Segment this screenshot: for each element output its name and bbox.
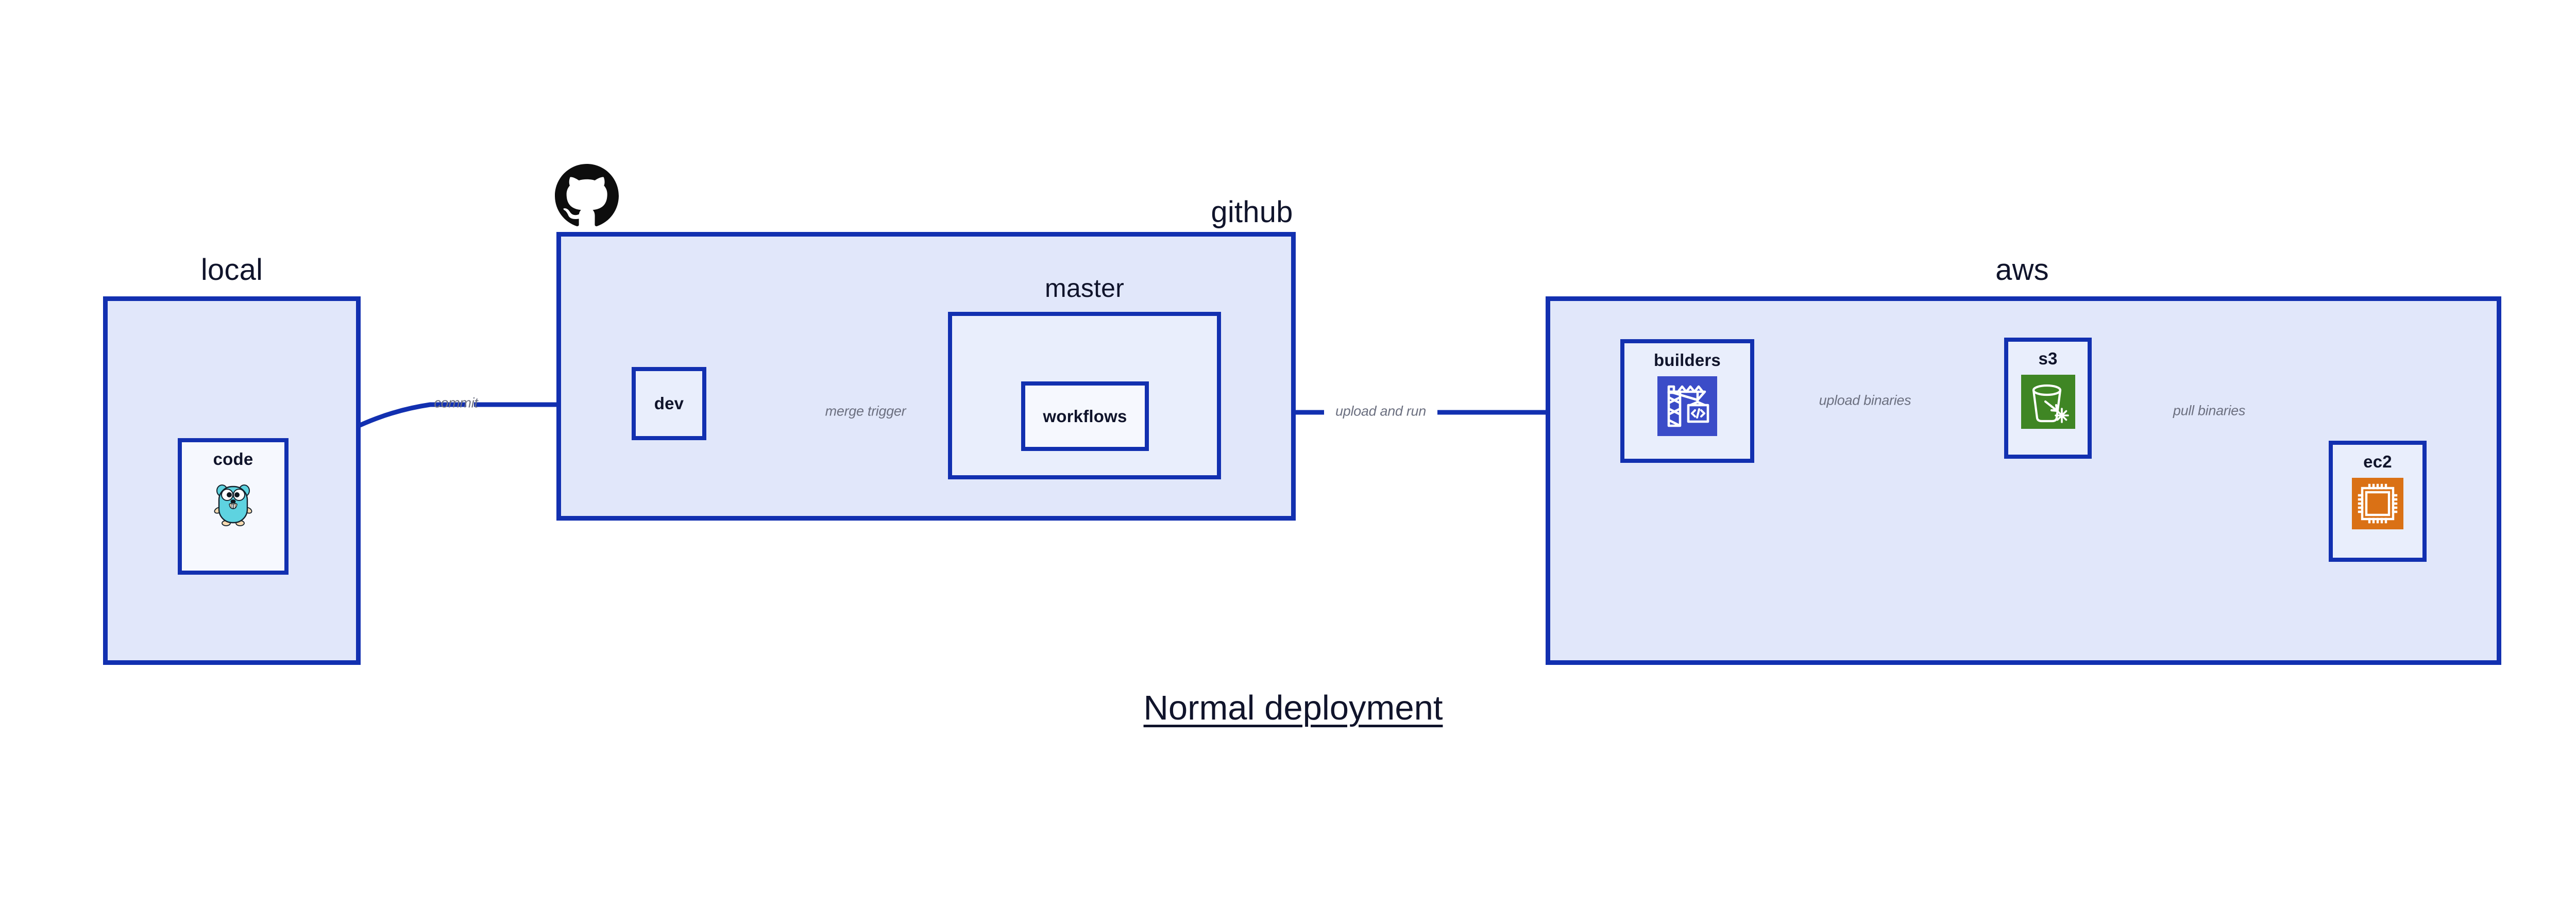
edge-label-pull-binaries: pull binaries: [2173, 403, 2246, 419]
aws-ec2-chip-icon: [2352, 478, 2403, 529]
group-github-label: github: [1211, 195, 1293, 229]
subgroup-master-label: master: [1044, 274, 1125, 303]
node-ec2[interactable]: ec2: [2329, 441, 2427, 562]
node-dev[interactable]: dev: [632, 367, 706, 440]
edge-label-upload-and-run: upload and run: [1335, 403, 1426, 419]
node-code-label: code: [213, 449, 253, 469]
node-workflows-label: workflows: [1043, 406, 1127, 426]
node-s3[interactable]: s3: [2004, 338, 2092, 459]
diagram-title: Normal deployment: [1143, 689, 1443, 727]
subgroup-master[interactable]: [948, 312, 1221, 479]
go-gopher-icon: [214, 485, 252, 526]
github-octocat-logo: [555, 164, 619, 226]
aws-codebuild-crane-icon: [1657, 376, 1717, 436]
node-workflows[interactable]: workflows: [1021, 381, 1149, 451]
node-code[interactable]: code: [178, 438, 289, 575]
node-builders[interactable]: builders: [1620, 339, 1754, 463]
node-s3-label: s3: [2038, 349, 2058, 368]
edge-label-commit: commit: [434, 395, 478, 411]
group-local-label: local: [200, 253, 263, 287]
node-dev-label: dev: [654, 394, 684, 413]
edge-label-upload-binaries: upload binaries: [1819, 392, 1911, 408]
group-aws-label: aws: [1995, 253, 2049, 287]
node-ec2-label: ec2: [2363, 452, 2392, 471]
edge-label-merge-trigger: merge trigger: [825, 403, 906, 419]
aws-s3-bucket-icon: [2021, 375, 2075, 429]
node-builders-label: builders: [1654, 350, 1721, 370]
